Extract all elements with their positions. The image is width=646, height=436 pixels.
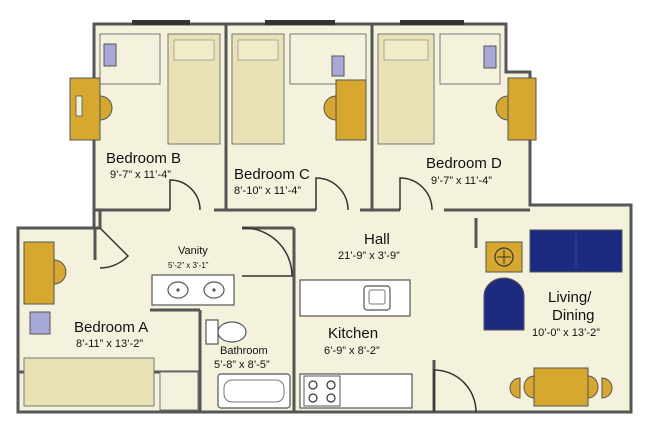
living-label-line1: Living/: [548, 289, 592, 306]
desk: [23, 241, 55, 305]
kitchen-fixtures: [299, 279, 413, 409]
desk-chair: [99, 95, 113, 121]
living-label-line2: Dining: [552, 307, 595, 324]
room-labels: Bedroom B 9’-7” x 11’-4” Bedroom C 8’-10…: [74, 150, 600, 371]
bedroom-b-label: Bedroom B: [106, 150, 181, 167]
door-swings: [99, 177, 477, 413]
bedroom-b-furniture: [69, 33, 221, 145]
desk: [335, 79, 367, 141]
dining-chair-left: [523, 375, 535, 399]
bathroom-label: Bathroom: [220, 345, 268, 357]
bedroom-d-furniture: [377, 33, 537, 145]
armchair: [483, 277, 525, 331]
nightstand: [103, 43, 117, 67]
desk: [69, 77, 101, 141]
nightstand: [29, 311, 51, 335]
kitchen-label: Kitchen: [328, 325, 378, 342]
bedroom-c-furniture: [231, 33, 367, 145]
desk-chair: [53, 259, 67, 285]
windows: [132, 20, 464, 25]
vanity-dims: 5’-2” x 3’-1”: [168, 261, 209, 270]
living-dims: 10’-0” x 13’-2”: [532, 327, 600, 339]
toilet-tank: [205, 319, 219, 345]
bedroom-c-dims: 8’-10” x 11’-4”: [234, 185, 301, 197]
closet: [159, 371, 199, 411]
nightstand: [483, 45, 497, 69]
desk-chair: [323, 95, 337, 121]
kitchen-dims: 6’-9” x 8’-2”: [324, 345, 380, 357]
wardrobe: [289, 33, 367, 85]
lamp-icon: [494, 247, 514, 267]
bedroom-b-dims: 9’-7” x 11’-4”: [110, 169, 171, 181]
dining-chair-right: [587, 375, 599, 399]
bedroom-d-label: Bedroom D: [426, 155, 502, 172]
hall-label: Hall: [364, 231, 390, 248]
dining-chair-left-2: [509, 377, 521, 399]
stove: [303, 375, 341, 407]
vanity-label: Vanity: [178, 245, 208, 257]
bedroom-a-label: Bedroom A: [74, 319, 148, 336]
lamp-table: [75, 95, 83, 117]
vanity-furniture: [151, 274, 235, 306]
bathroom-fixtures: [205, 319, 291, 409]
bedroom-a-furniture: [23, 241, 199, 411]
bathroom-dims: 5’-8” x 8’-5”: [214, 359, 270, 371]
desk-chair: [495, 95, 509, 121]
desk: [507, 77, 537, 141]
toilet-bowl: [217, 321, 247, 343]
dining-chair-right-2: [601, 377, 613, 399]
bedroom-a-dims: 8’-11” x 13’-2”: [76, 338, 143, 350]
dining-table: [533, 367, 589, 407]
living-dining-furniture: [483, 229, 623, 407]
bed-pillow: [173, 39, 215, 61]
nightstand: [331, 55, 345, 77]
bedroom-c-label: Bedroom C: [234, 166, 310, 183]
hall-dims: 21’-9” x 3’-9”: [338, 250, 400, 262]
bed: [23, 357, 155, 407]
bed-pillow: [383, 39, 429, 61]
bedroom-d-dims: 9’-7” x 11’-4”: [431, 175, 492, 187]
bed-pillow: [237, 39, 279, 61]
kitchen-counter-island: [299, 279, 411, 317]
